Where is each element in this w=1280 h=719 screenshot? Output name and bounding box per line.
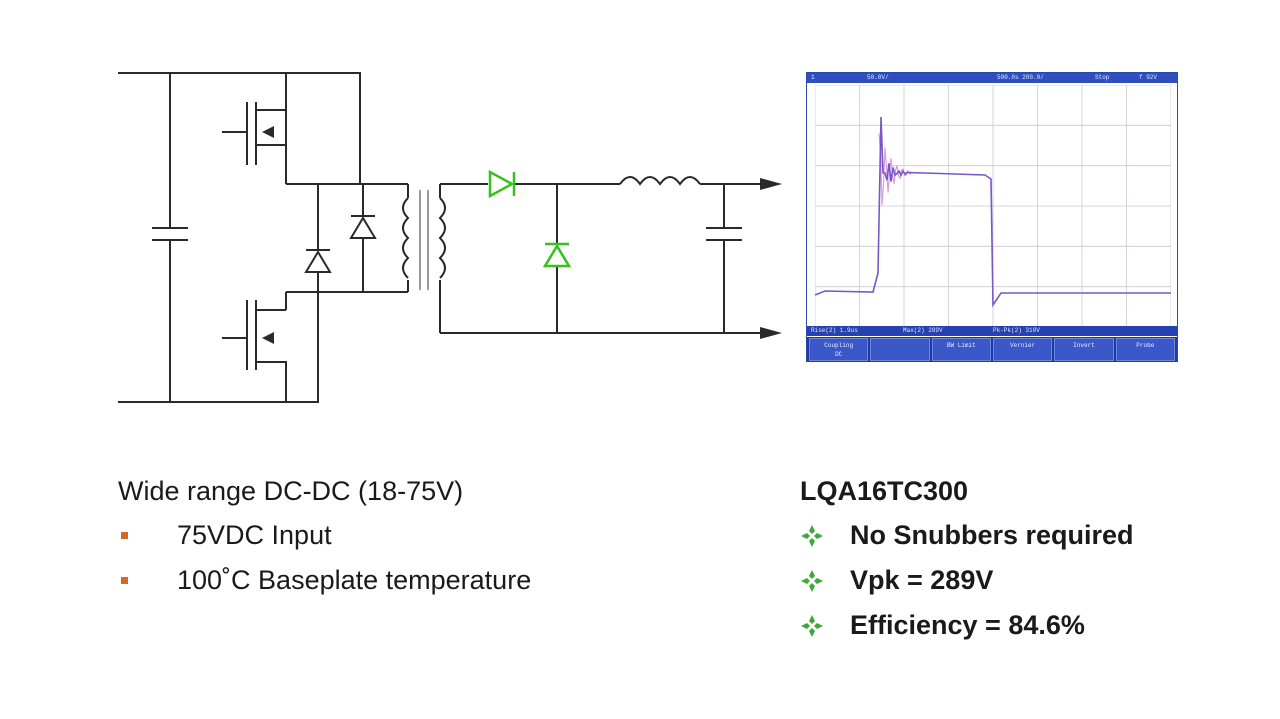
scope-timebase: 500.0s 200.0/	[997, 74, 1044, 81]
right-text-block: LQA16TC300 No Snubbers required Vpk = 28…	[800, 476, 1134, 641]
top-rail-wire	[118, 72, 361, 184]
lower-mosfet	[222, 292, 287, 402]
scope-grid	[815, 85, 1171, 327]
right-bullet-2-text: Vpk = 289V	[850, 565, 994, 595]
scope-channel-scale: 50.0V/	[867, 74, 889, 81]
scope-measurement-3: Pk-Pk(2) 310V	[993, 327, 1040, 334]
softkey-probe: Probe	[1115, 338, 1175, 361]
left-bullet-1: 75VDC Input	[118, 520, 531, 551]
softkey-vernier: Vernier	[992, 338, 1053, 361]
upper-mosfet	[222, 73, 287, 184]
output-arrow-top	[760, 178, 782, 190]
diamond-bullet-icon	[801, 524, 823, 547]
clamp-diode-left	[304, 250, 332, 273]
primary-winding	[402, 197, 410, 279]
right-heading: LQA16TC300	[800, 476, 969, 506]
left-heading: Wide range DC-DC (18-75V)	[118, 476, 464, 506]
scope-status-bar: 1 50.0V/ 500.0s 200.0/ Stop f 92V	[807, 73, 1177, 83]
scope-channel-indicator: 1	[811, 74, 815, 81]
right-bullet-2: Vpk = 289V	[800, 565, 1134, 596]
clamp-diode-right	[349, 216, 377, 239]
right-bullet-3: Efficiency = 84.6%	[800, 610, 1134, 641]
scope-measurement-1: Rise(2) 1.9us	[811, 327, 858, 334]
output-arrow-bottom	[760, 327, 782, 339]
scope-run-mode: Stop	[1095, 74, 1110, 81]
bottom-rail-wire	[118, 292, 319, 403]
waveform-trace	[815, 116, 1171, 308]
right-bullet-1: No Snubbers required	[800, 520, 1134, 551]
waveform-ringing	[878, 133, 912, 206]
left-bullet-2-text: 100˚C Baseplate temperature	[177, 565, 532, 595]
square-bullet-icon	[121, 532, 128, 539]
diamond-bullet-icon	[801, 614, 823, 637]
left-bullet-1-text: 75VDC Input	[177, 520, 332, 550]
diamond-bullet-icon	[801, 569, 823, 592]
freewheel-diode	[542, 243, 572, 268]
rectifier-diode	[488, 169, 515, 199]
square-bullet-icon	[121, 577, 128, 584]
scope-trigger: f 92V	[1139, 74, 1158, 81]
input-capacitor	[152, 73, 188, 402]
left-text-block: Wide range DC-DC (18-75V) 75VDC Input 10…	[118, 476, 531, 596]
scope-measurement-2: Max(2) 289V	[903, 327, 943, 334]
lower-mosfet-arrow	[262, 332, 274, 344]
circuit-schematic	[118, 72, 782, 403]
scope-waveform-display	[815, 85, 1171, 327]
scope-measurement-bar: Rise(2) 1.9us Max(2) 289V Pk-Pk(2) 310V	[807, 326, 1177, 336]
softkey-bw-limit: BW Limit	[931, 338, 991, 361]
output-capacitor	[706, 184, 742, 333]
right-bullet-3-text: Efficiency = 84.6%	[850, 610, 1085, 640]
right-bullet-1-text: No Snubbers required	[850, 520, 1134, 550]
oscilloscope-capture: 1 50.0V/ 500.0s 200.0/ Stop f 92V Rise(2…	[806, 72, 1178, 362]
softkey-blank	[870, 338, 930, 361]
secondary-winding	[438, 197, 446, 279]
left-bullet-2: 100˚C Baseplate temperature	[118, 565, 531, 596]
output-inductor	[619, 176, 701, 186]
upper-mosfet-arrow	[262, 126, 274, 138]
softkey-invert: Invert	[1054, 338, 1114, 361]
